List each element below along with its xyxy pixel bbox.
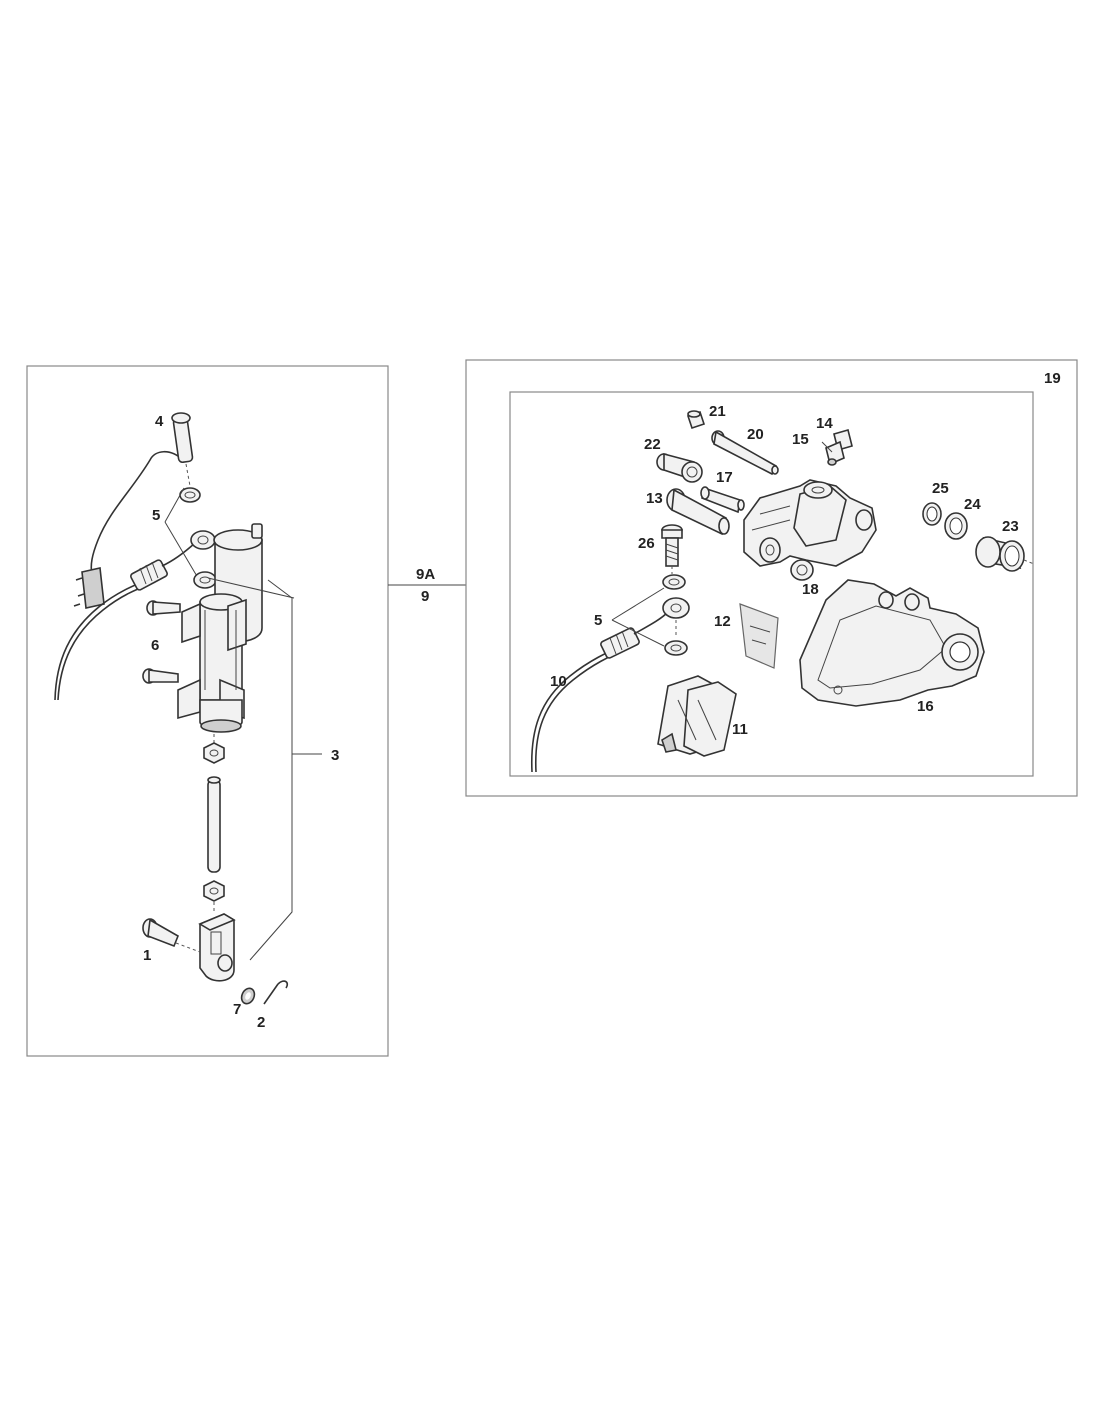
- label-25: 25: [932, 480, 949, 497]
- label-23: 23: [1002, 518, 1019, 535]
- brake-pads-11: [657, 675, 737, 757]
- label-14: 14: [816, 415, 833, 432]
- right-brake-hose: [530, 645, 623, 773]
- bolt-6-lower: [142, 668, 179, 684]
- bolt-26: [661, 524, 683, 567]
- right-panel-inner-frame: [509, 391, 1034, 777]
- clevis: [198, 913, 236, 982]
- label-9a: 9A: [416, 566, 435, 583]
- label-1: 1: [143, 947, 151, 964]
- label-2: 2: [257, 1014, 265, 1031]
- label-17: 17: [716, 469, 733, 486]
- clevis-pin-1: [142, 918, 201, 953]
- pin-17: [700, 486, 745, 514]
- right-panel-outer-frame: [465, 359, 1078, 797]
- label-10: 10: [550, 673, 567, 690]
- bracket-3: [249, 579, 293, 961]
- left-panel-frame: [26, 365, 389, 1057]
- caliper-body: [743, 479, 877, 567]
- pad-spring-12: [739, 603, 779, 669]
- label-13: 13: [646, 490, 663, 507]
- seal-25: [922, 502, 942, 526]
- label-24: 24: [964, 496, 981, 513]
- piston-23: [975, 536, 1025, 572]
- seal-24: [944, 512, 968, 540]
- label-4: 4: [155, 413, 164, 430]
- label-20: 20: [747, 426, 764, 443]
- master-cylinder: [177, 523, 263, 733]
- hose-fitting-left: [130, 530, 216, 591]
- nut-upper: [203, 742, 225, 764]
- nut-lower: [203, 880, 225, 902]
- boot-18: [790, 559, 814, 581]
- label-15: 15: [792, 431, 809, 448]
- pin-20: [711, 430, 779, 476]
- cap-21: [686, 410, 706, 430]
- label-3: 3: [331, 747, 339, 764]
- label-5-left: 5: [152, 507, 160, 524]
- pin-13: [666, 488, 730, 536]
- label-21: 21: [709, 403, 726, 420]
- bushing-22: [656, 452, 703, 483]
- label-11: 11: [732, 721, 748, 738]
- caliper-bracket-16: [799, 579, 985, 707]
- label-6: 6: [151, 637, 159, 654]
- brake-light-switch: [73, 412, 194, 609]
- bleeder-14-15: [825, 429, 853, 466]
- hose-fitting-right: [600, 597, 690, 659]
- label-22: 22: [644, 436, 661, 453]
- label-12: 12: [714, 613, 731, 630]
- push-rod: [207, 779, 221, 873]
- label-18: 18: [802, 581, 819, 598]
- label-19: 19: [1044, 370, 1061, 387]
- label-16: 16: [917, 698, 934, 715]
- label-5-right: 5: [594, 612, 602, 629]
- label-9: 9: [421, 588, 429, 605]
- washer-7: [240, 987, 256, 1005]
- washer-5-right-lower: [664, 640, 688, 656]
- split-pin-2: [263, 980, 289, 1005]
- label-7: 7: [233, 1001, 241, 1018]
- bolt-6-upper: [146, 600, 181, 616]
- label-26: 26: [638, 535, 655, 552]
- washer-5-lower: [193, 571, 217, 589]
- washer-5-right-upper: [662, 574, 686, 590]
